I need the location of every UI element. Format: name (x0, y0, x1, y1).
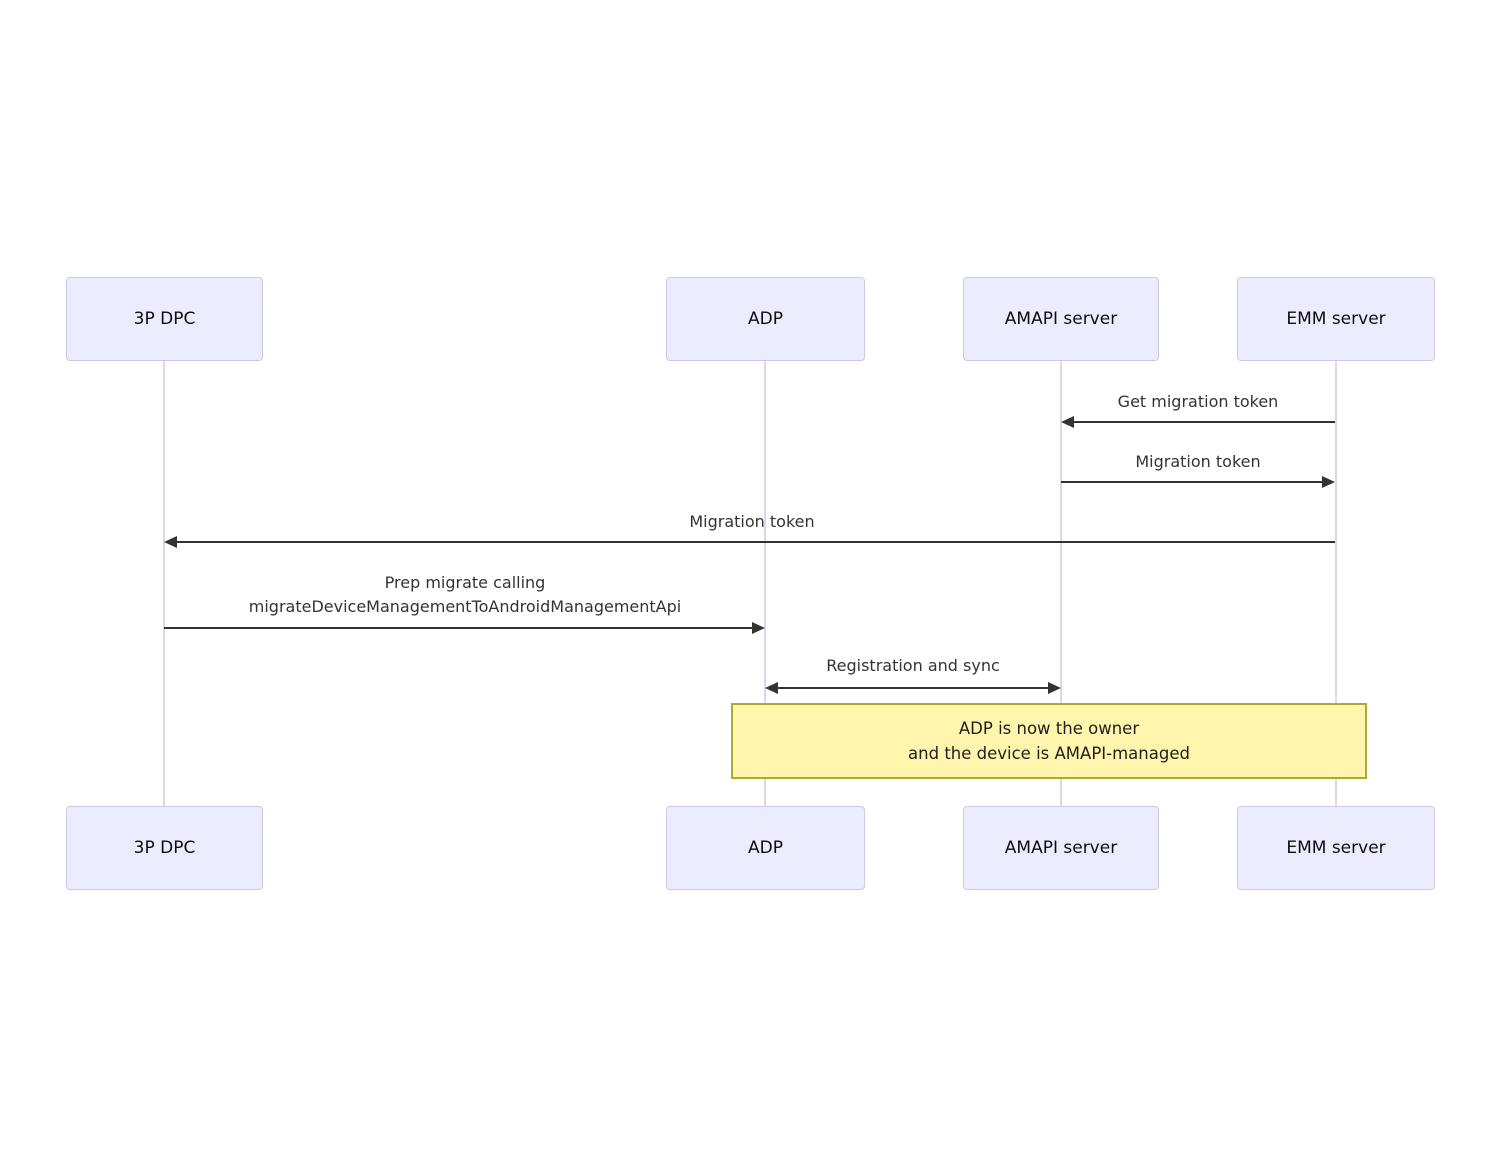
actor-top-adp: ADP (666, 277, 865, 361)
message-line (164, 627, 752, 629)
message-label-migration-token: Migration token (1135, 452, 1261, 471)
lifeline-amapi-server (1060, 361, 1062, 806)
arrowhead-left-icon (765, 682, 778, 694)
actor-label: EMM server (1286, 838, 1386, 858)
actor-label: AMAPI server (1004, 309, 1118, 329)
message-label-line2: migrateDeviceManagementToAndroidManageme… (248, 597, 682, 616)
arrowhead-left-icon (1061, 416, 1074, 428)
arrowhead-right-icon (1048, 682, 1061, 694)
arrowhead-right-icon (1322, 476, 1335, 488)
actor-label: AMAPI server (1004, 838, 1118, 858)
message-label-migration-token-long: Migration token (689, 512, 815, 531)
message-line (778, 687, 1048, 689)
lifeline-emm-server (1335, 361, 1337, 806)
actor-top-amapi-server: AMAPI server (963, 277, 1159, 361)
lifeline-3p-dpc (163, 361, 165, 806)
message-line (1061, 481, 1322, 483)
actor-bottom-amapi-server: AMAPI server (963, 806, 1159, 890)
actor-bottom-emm-server: EMM server (1237, 806, 1435, 890)
message-label-prep-migrate: Prep migrate calling migrateDeviceManage… (249, 571, 681, 619)
actor-top-emm-server: EMM server (1237, 277, 1435, 361)
actor-top-3p-dpc: 3P DPC (66, 277, 263, 361)
message-label-get-migration-token: Get migration token (1117, 392, 1279, 411)
actor-label: ADP (748, 838, 783, 858)
message-line (1074, 421, 1335, 423)
lifeline-adp (764, 361, 766, 806)
actor-bottom-adp: ADP (666, 806, 865, 890)
arrowhead-left-icon (164, 536, 177, 548)
message-line (177, 541, 1335, 543)
arrowhead-right-icon (752, 622, 765, 634)
actor-label: ADP (748, 309, 783, 329)
note-line2: and the device is AMAPI-managed (908, 744, 1190, 763)
actor-label: EMM server (1286, 309, 1386, 329)
actor-bottom-3p-dpc: 3P DPC (66, 806, 263, 890)
message-label-registration-sync: Registration and sync (826, 656, 1000, 675)
note-line1: ADP is now the owner (958, 719, 1140, 738)
actor-label: 3P DPC (133, 309, 196, 329)
message-label-line1: Prep migrate calling (384, 573, 546, 592)
actor-label: 3P DPC (133, 838, 196, 858)
note-adp-owner: ADP is now the owner and the device is A… (731, 703, 1367, 779)
